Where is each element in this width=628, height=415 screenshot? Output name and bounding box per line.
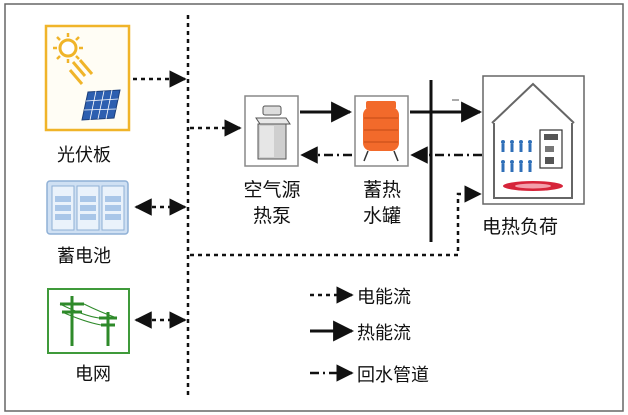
battery-label: 蓄电池 xyxy=(57,246,111,267)
house-icon xyxy=(482,75,585,205)
legend-label-return: 回水管道 xyxy=(357,365,429,386)
pv-label: 光伏板 xyxy=(57,145,111,166)
solar-panel-icon xyxy=(44,24,131,132)
tank-label-line2: 水罐 xyxy=(362,205,401,227)
heat-pump-label: 空气源 热泵 xyxy=(241,177,303,229)
electric-heater-icon xyxy=(503,181,563,191)
legend-label-heat: 热能流 xyxy=(357,323,411,344)
power-pylon-icon xyxy=(47,288,130,354)
people-icon xyxy=(501,140,532,172)
battery-icon xyxy=(46,180,129,235)
grid-label: 电网 xyxy=(75,364,111,385)
outer-frame xyxy=(4,3,624,412)
legend-label-electric: 电能流 xyxy=(357,287,411,308)
water-tank-icon xyxy=(354,95,409,167)
tank-label: 蓄热 水罐 xyxy=(355,177,409,229)
tank-label-line1: 蓄热 xyxy=(362,179,401,201)
load-label: 电热负荷 xyxy=(482,216,559,238)
appliance-icon xyxy=(539,129,563,169)
heat-pump-label-line1: 空气源 xyxy=(243,179,301,201)
heat-pump-label-line2: 热泵 xyxy=(252,205,291,227)
air-source-heat-pump-icon xyxy=(244,95,299,167)
bus-to-load-electric-arrow xyxy=(190,185,482,257)
